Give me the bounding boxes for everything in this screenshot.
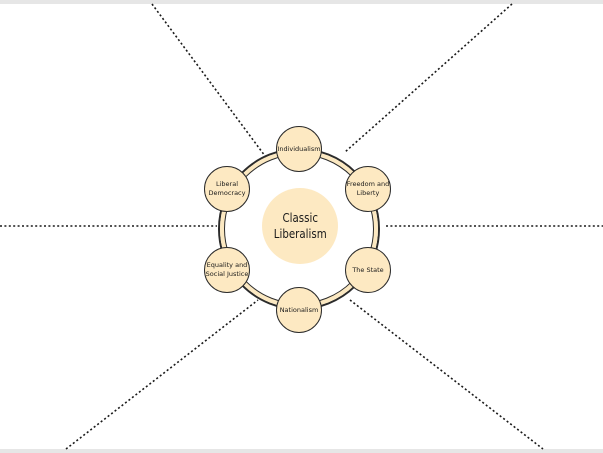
node-equality-and-social-justice: Equality and Social Justice [204,247,250,293]
node-label: Nationalism [279,305,319,314]
node-nationalism: Nationalism [276,287,322,333]
center-topic: Classic Liberalism [262,188,338,264]
node-label: The State [352,265,384,274]
divider-line-lower-left [65,299,259,450]
node-label: Individualism [277,144,321,153]
center-topic-label: Classic Liberalism [273,210,327,241]
node-liberal-democracy: Liberal Democracy [204,166,250,212]
node-freedom-and-liberty: Freedom and Liberty [345,166,391,212]
node-individualism: Individualism [276,126,322,172]
divider-line-upper-left [151,3,269,161]
node-the-state: The State [345,247,391,293]
node-label: Equality and Social Justice [205,261,249,278]
divider-line-upper-right [344,3,513,153]
node-label: Liberal Democracy [208,180,246,197]
node-label: Freedom and Liberty [346,180,390,197]
divider-line-lower-right [349,299,544,450]
